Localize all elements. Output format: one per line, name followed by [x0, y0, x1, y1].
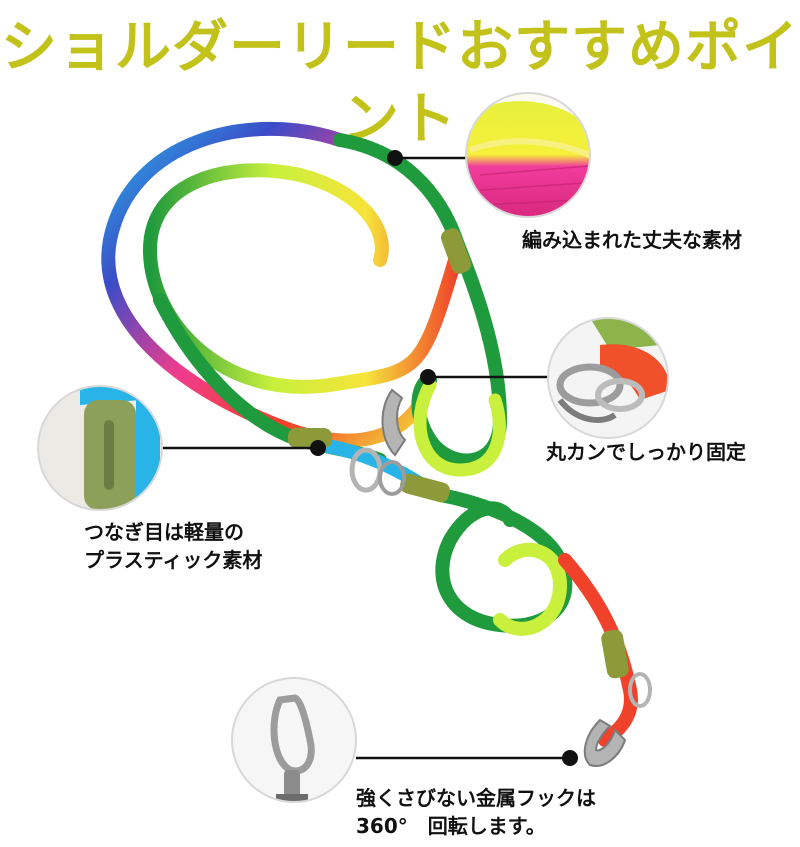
callout-hook-line-1: 強くさびない金属フックは [356, 786, 596, 810]
callout-dots [310, 150, 578, 766]
braided-rope-closeup-icon [465, 92, 591, 218]
leash-inner-loop [142, 163, 465, 394]
swivel-hook-closeup-icon [231, 677, 357, 803]
callout-material: 編み込まれた丈夫な素材 [522, 226, 742, 254]
page-title: ショルダーリードおすすめポイント [1, 15, 799, 152]
metal-ring-b [378, 460, 406, 496]
snap-hook-bottom [583, 718, 627, 767]
dot-material [387, 150, 403, 166]
metal-ring-c [628, 672, 652, 708]
dot-ring [420, 369, 436, 385]
callout-ring: 丸カンでしっかり固定 [546, 438, 746, 466]
dot-joint [310, 440, 326, 456]
callout-joint-line-1: つなぎ目は軽量の [84, 520, 244, 544]
joint-sleeve-bottom [601, 629, 629, 679]
dot-hook [562, 750, 578, 766]
leash-lower-inner [493, 542, 568, 636]
plastic-joint-closeup-icon [37, 385, 163, 511]
leash-lime-loop [413, 378, 506, 477]
callout-joint: つなぎ目は軽量の プラスティック素材 [84, 518, 262, 574]
callout-hook-line-2: 360° 回転します。 [356, 814, 546, 838]
metal-ring-closeup-icon [547, 317, 669, 439]
callout-material-line-1: 編み込まれた丈夫な素材 [522, 228, 742, 252]
callout-connectors [160, 156, 570, 760]
callout-joint-line-2: プラスティック素材 [84, 548, 263, 572]
joint-sleeve-top [440, 228, 472, 274]
leash-lower-red [558, 553, 638, 747]
joint-sleeve-right [400, 473, 450, 503]
callout-ring-line-1: 丸カンでしっかり固定 [546, 440, 746, 464]
leash-outer-loop [101, 121, 437, 448]
snap-hook-top [381, 388, 407, 457]
callout-hook: 強くさびない金属フックは 360° 回転します。 [356, 784, 596, 840]
